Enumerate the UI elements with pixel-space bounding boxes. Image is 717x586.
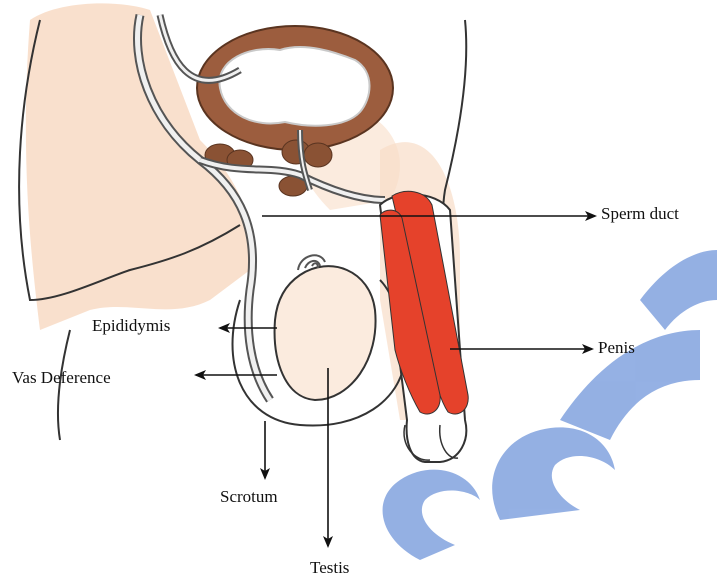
bladder — [197, 26, 393, 150]
testis-body — [275, 255, 376, 400]
label-sperm-duct: Sperm duct — [601, 205, 679, 222]
label-epididymis: Epididymis — [92, 317, 170, 334]
label-vas-deference: Vas Deference — [12, 369, 111, 386]
label-testis: Testis — [310, 559, 349, 576]
label-scrotum: Scrotum — [220, 488, 278, 505]
label-penis: Penis — [598, 339, 635, 356]
